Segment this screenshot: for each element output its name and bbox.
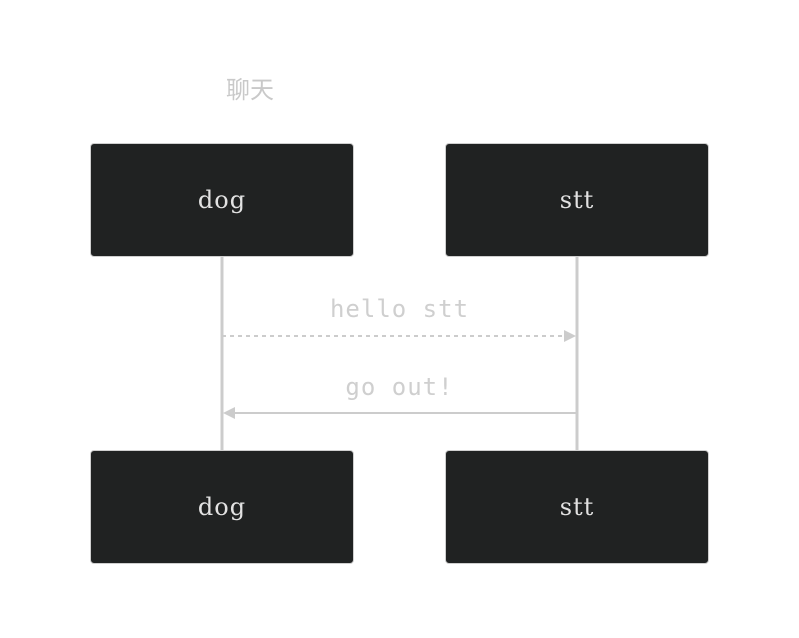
actor-label-dog-top: dog: [197, 186, 247, 214]
actor-box-dog-bottom[interactable]: dog: [90, 450, 354, 564]
diagram-title: 聊天: [226, 76, 274, 104]
message-label-go-out: go out!: [345, 373, 454, 401]
actor-label-stt-top: stt: [559, 186, 595, 214]
actor-box-stt-top[interactable]: stt: [445, 143, 709, 257]
actor-box-stt-bottom[interactable]: stt: [445, 450, 709, 564]
actor-label-stt-bottom: stt: [559, 493, 595, 521]
actor-box-dog-top[interactable]: dog: [90, 143, 354, 257]
message-label-hello-stt: hello stt: [329, 295, 470, 323]
actor-label-dog-bottom: dog: [197, 493, 247, 521]
